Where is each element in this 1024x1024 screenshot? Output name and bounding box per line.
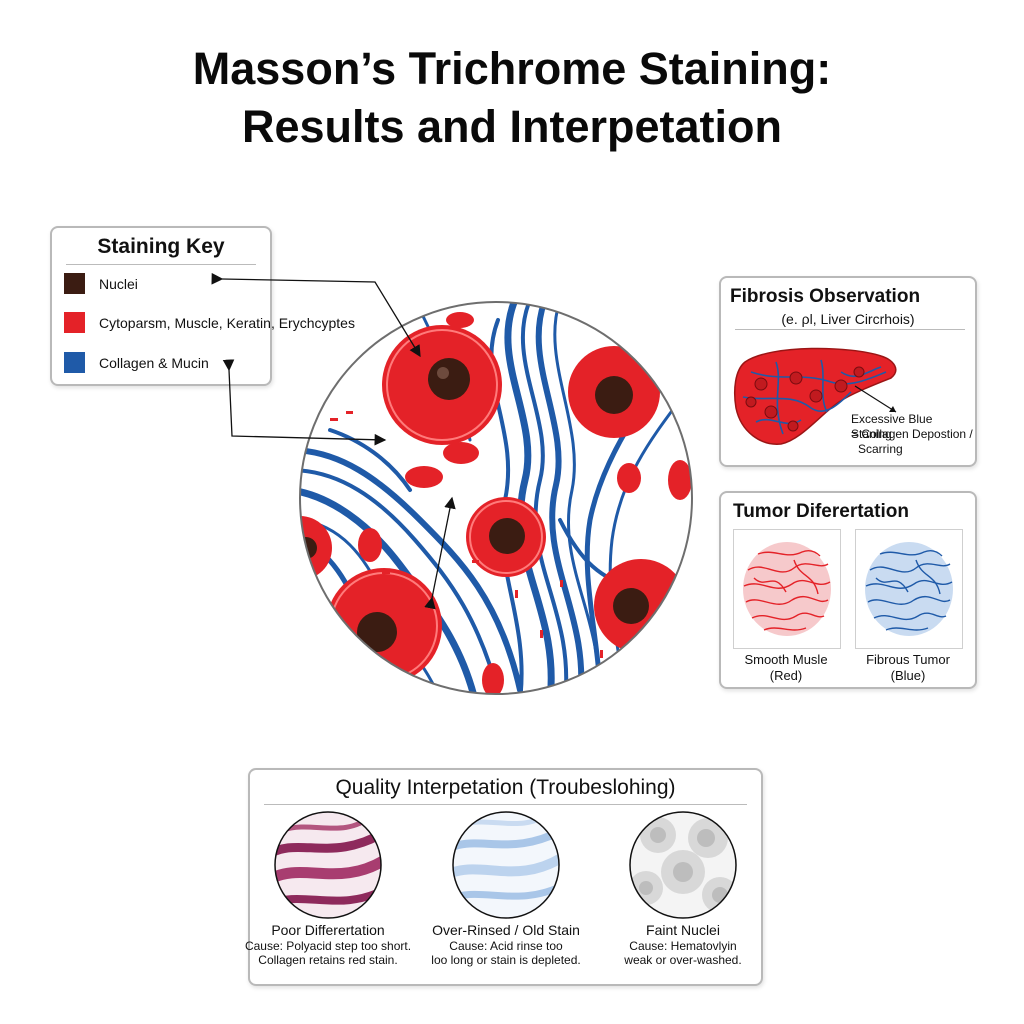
quality-item-title: Poor Differertation <box>271 922 385 938</box>
key-item-label: Collagen & Mucin <box>99 354 209 371</box>
blue-tissue-sample <box>865 542 953 636</box>
divider <box>735 329 965 330</box>
divider <box>66 264 256 265</box>
quality-item-title: Over-Rinsed / Old Stain <box>432 922 580 938</box>
fibrous-tumor-caption: Fibrous Tumor (Blue) <box>855 652 961 684</box>
red-tissue-sample <box>743 542 831 636</box>
title-line-1: Masson’s Trichrome Staining: <box>192 43 832 94</box>
key-item-label: Nuclei <box>99 275 138 292</box>
quality-item-desc-line-2: weak or over-washed. <box>624 953 742 967</box>
fibrous-tumor-thumbnail <box>855 529 963 649</box>
quality-item-faint-nuclei: Faint Nuclei Cause: Hematovlyin weak or … <box>598 922 768 967</box>
quality-item-poor-differentiation: Poor Differertation Cause: Polyacid step… <box>243 922 413 967</box>
collagen-swatch <box>64 352 85 373</box>
quality-interpretation-panel: Quality Interpetation (Troubeslohing) <box>245 768 763 986</box>
fibrosis-title: Fibrosis Observation <box>730 286 921 307</box>
caption-line-2: (Blue) <box>890 668 926 683</box>
quality-item-desc-line-1: Cause: Polyacid step too short. <box>244 939 412 953</box>
tumor-differentiation-panel: Tumor Diferertation <box>719 491 977 689</box>
tumor-title: Tumor Diferertation <box>733 501 909 522</box>
cytoplasm-swatch <box>64 312 85 333</box>
fibrosis-observation-panel: Fibrosis Observation (e. ρl, Liver Circr… <box>719 276 977 467</box>
caption-line-1: Smooth Musle <box>744 652 828 667</box>
title-line-2: Results and Interpetation <box>241 101 783 152</box>
nuclei-swatch <box>64 273 85 294</box>
quality-item-desc-line-1: Cause: Acid rinse too <box>449 939 563 953</box>
poor-differentiation-sample <box>274 811 382 919</box>
caption-line-2: (Red) <box>769 668 803 683</box>
fibrosis-subtitle: (e. ρl, Liver Circrhois) <box>781 311 915 327</box>
quality-title: Quality Interpetation (Troubeslohing) <box>335 776 676 799</box>
fibrosis-note-line-2: = Collagen Depostion / <box>851 427 973 441</box>
caption-line-1: Fibrous Tumor <box>866 652 950 667</box>
key-item-nuclei: Nuclei <box>64 273 138 294</box>
fibrosis-note-line-1: Excessive Blue Staning <box>851 412 933 441</box>
over-rinsed-sample <box>452 811 560 919</box>
divider <box>264 804 747 805</box>
quality-item-title: Faint Nuclei <box>646 922 720 938</box>
staining-key-title: Staining Key <box>97 235 225 258</box>
quality-item-desc-line-1: Cause: Hematovlyin <box>629 939 737 953</box>
faint-nuclei-sample <box>629 811 737 919</box>
quality-item-desc-line-2: loo long or stain is depleted. <box>431 953 581 967</box>
quality-item-over-rinsed: Over-Rinsed / Old Stain Cause: Acid rins… <box>421 922 591 967</box>
callout-arrows <box>211 272 456 610</box>
smooth-muscle-caption: Smooth Musle (Red) <box>733 652 839 684</box>
liver-illustration <box>733 347 897 445</box>
key-item-collagen: Collagen & Mucin <box>64 352 209 373</box>
micrograph-border <box>299 301 693 695</box>
quality-item-desc-line-2: Collagen retains red stain. <box>258 953 398 967</box>
page-title: Masson’s Trichrome Staining: Results and… <box>0 40 1024 156</box>
smooth-muscle-thumbnail <box>733 529 841 649</box>
fibrosis-note-line-3: Scarring <box>858 442 903 456</box>
